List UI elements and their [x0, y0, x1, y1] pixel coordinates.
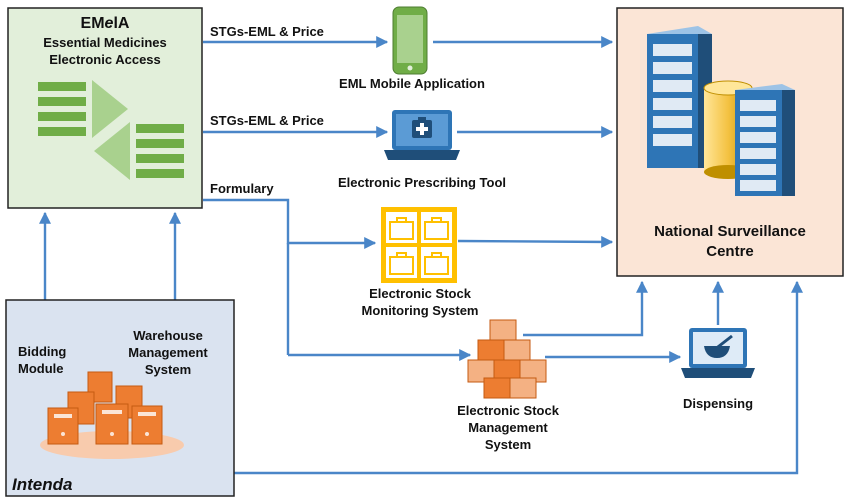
warehouse-label-2: Management — [128, 345, 208, 360]
warehouse-label-1: Warehouse — [133, 328, 203, 343]
list-arrow-left-icon — [94, 122, 184, 180]
surveillance-box: National Surveillance Centre — [616, 7, 844, 277]
eml-app-label: EML Mobile Application — [339, 76, 485, 91]
edge-label-stg-mid: STGs-EML & Price — [210, 113, 324, 128]
arrow-intenda-to-surveillance — [233, 280, 803, 475]
stock-monitoring-label-2: Monitoring System — [361, 303, 478, 318]
emeia-line1: Essential Medicines — [43, 35, 167, 50]
mobile-phone-icon — [392, 6, 428, 75]
prescribing-label: Electronic Prescribing Tool — [338, 175, 506, 190]
surveillance-label-2: Centre — [706, 243, 754, 260]
emeia-line2: Electronic Access — [49, 52, 161, 67]
server-cluster-icon — [40, 371, 184, 459]
dispensing-label: Dispensing — [683, 396, 753, 411]
laptop-mortar-icon — [681, 328, 755, 378]
stock-grid-icon — [381, 207, 457, 283]
edge-label-stg-top: STGs-EML & Price — [210, 24, 324, 39]
list-arrow-right-icon — [38, 80, 128, 138]
arrow-stock-monitoring-to-surveillance — [457, 235, 614, 248]
stock-monitoring-label-1: Electronic Stock — [369, 286, 472, 301]
server-tower-icon-2 — [735, 84, 795, 196]
intenda-title: Intenda — [12, 475, 72, 494]
stock-management-label-3: System — [485, 437, 531, 452]
bidding-label-2: Module — [18, 361, 64, 376]
intenda-box: Bidding Module Warehouse Management Syst… — [5, 299, 235, 497]
stacked-boxes-icon — [467, 319, 547, 399]
server-tower-icon — [647, 26, 712, 168]
stock-management-label-2: Management — [468, 420, 548, 435]
bidding-label-1: Bidding — [18, 344, 66, 359]
edge-label-formulary: Formulary — [210, 181, 274, 196]
arrow-stock-management-to-surveillance — [523, 280, 648, 337]
laptop-medical-icon — [384, 110, 460, 160]
emeia-box: EMelA Essential Medicines Electronic Acc… — [7, 7, 203, 209]
surveillance-label-1: National Surveillance — [654, 223, 806, 240]
warehouse-label-3: System — [145, 362, 191, 377]
stock-management-label-1: Electronic Stock — [457, 403, 560, 418]
arrow-formulary-to-stock-monitoring — [203, 198, 377, 249]
emeia-title: EMelA — [81, 15, 130, 32]
